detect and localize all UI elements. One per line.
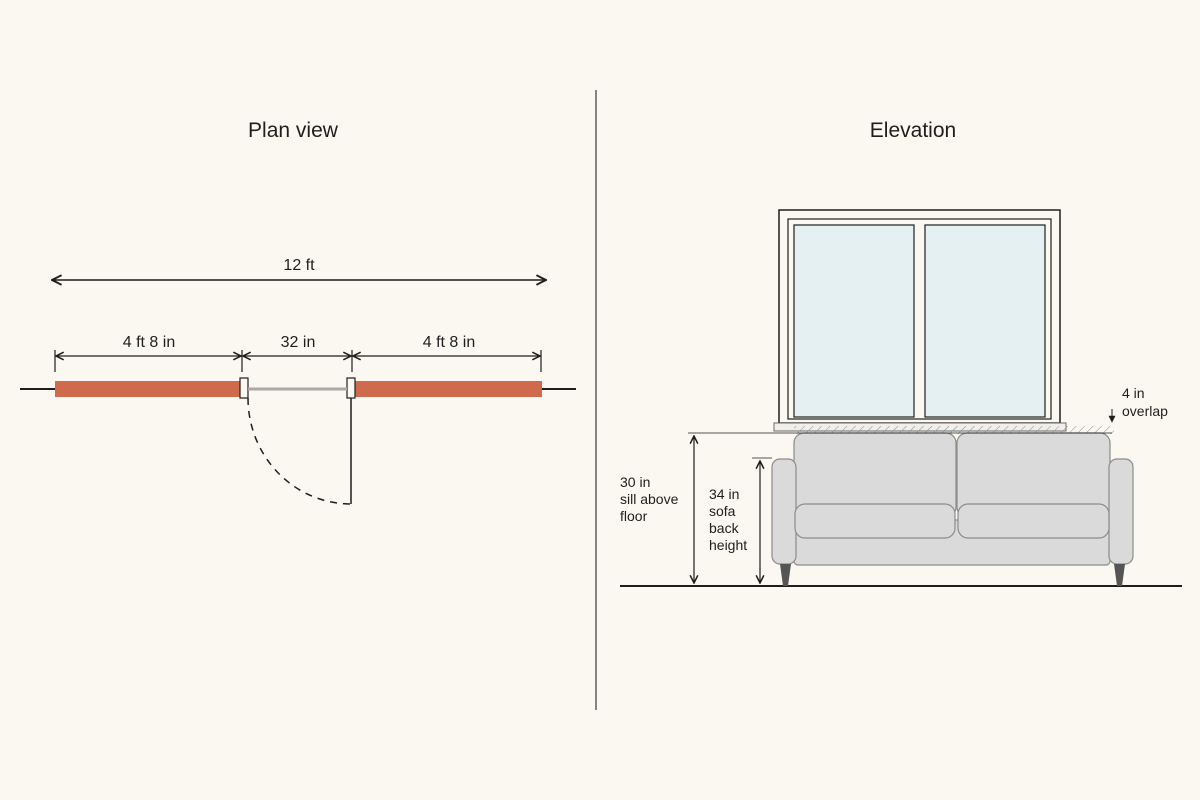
sofa-height-text-line-3: back xyxy=(709,520,740,536)
overlap-value-label: 4 in xyxy=(1122,385,1145,401)
plan-view-title: Plan view xyxy=(248,119,339,142)
sofa-arm-right xyxy=(1108,458,1134,565)
elevation-title: Elevation xyxy=(870,119,956,142)
sofa-seat-cushion-left xyxy=(794,503,956,539)
door-dimension-label: 32 in xyxy=(281,334,316,351)
left-wall-dimension-label: 4 ft 8 in xyxy=(123,334,175,351)
overlap-hatch xyxy=(794,426,1114,434)
sill-height-text-line-3: floor xyxy=(620,508,648,524)
sofa-height-value: 34 in xyxy=(709,486,739,502)
sofa-height-label: 34 in sofa back height xyxy=(709,486,747,553)
segment-dimensions xyxy=(54,350,542,372)
sofa-arm-left xyxy=(771,458,797,565)
sill-height-text-line-2: sill above xyxy=(620,491,679,507)
window-pane-right xyxy=(924,224,1046,418)
left-wall-segment xyxy=(55,381,242,397)
right-wall-segment xyxy=(355,381,542,397)
elevation-view: Elevation 4 in overlap 30 in xyxy=(620,119,1182,587)
left-door-jamb xyxy=(239,377,249,399)
sofa-leg-right xyxy=(1114,564,1125,586)
window-inner-frame xyxy=(787,218,1052,420)
sofa-seat-cushion-right xyxy=(957,503,1110,539)
overall-dimension-label: 12 ft xyxy=(283,257,315,274)
sill-height-label: 30 in sill above floor xyxy=(620,474,682,524)
window-pane-left xyxy=(793,224,915,418)
plan-view: Plan view 12 ft 4 ft 8 in 32 in 4 ft 8 i… xyxy=(20,119,576,505)
sofa-leg-left xyxy=(780,564,791,586)
overlap-word-label: overlap xyxy=(1122,403,1168,419)
right-wall-dimension-label: 4 ft 8 in xyxy=(423,334,475,351)
sofa-height-text-line-4: height xyxy=(709,537,747,553)
sill-height-value: 30 in xyxy=(620,474,650,490)
right-door-jamb xyxy=(346,377,356,399)
sofa-height-text-line-2: sofa xyxy=(709,503,736,519)
sofa xyxy=(771,432,1134,566)
door-swing-arc xyxy=(247,397,352,505)
